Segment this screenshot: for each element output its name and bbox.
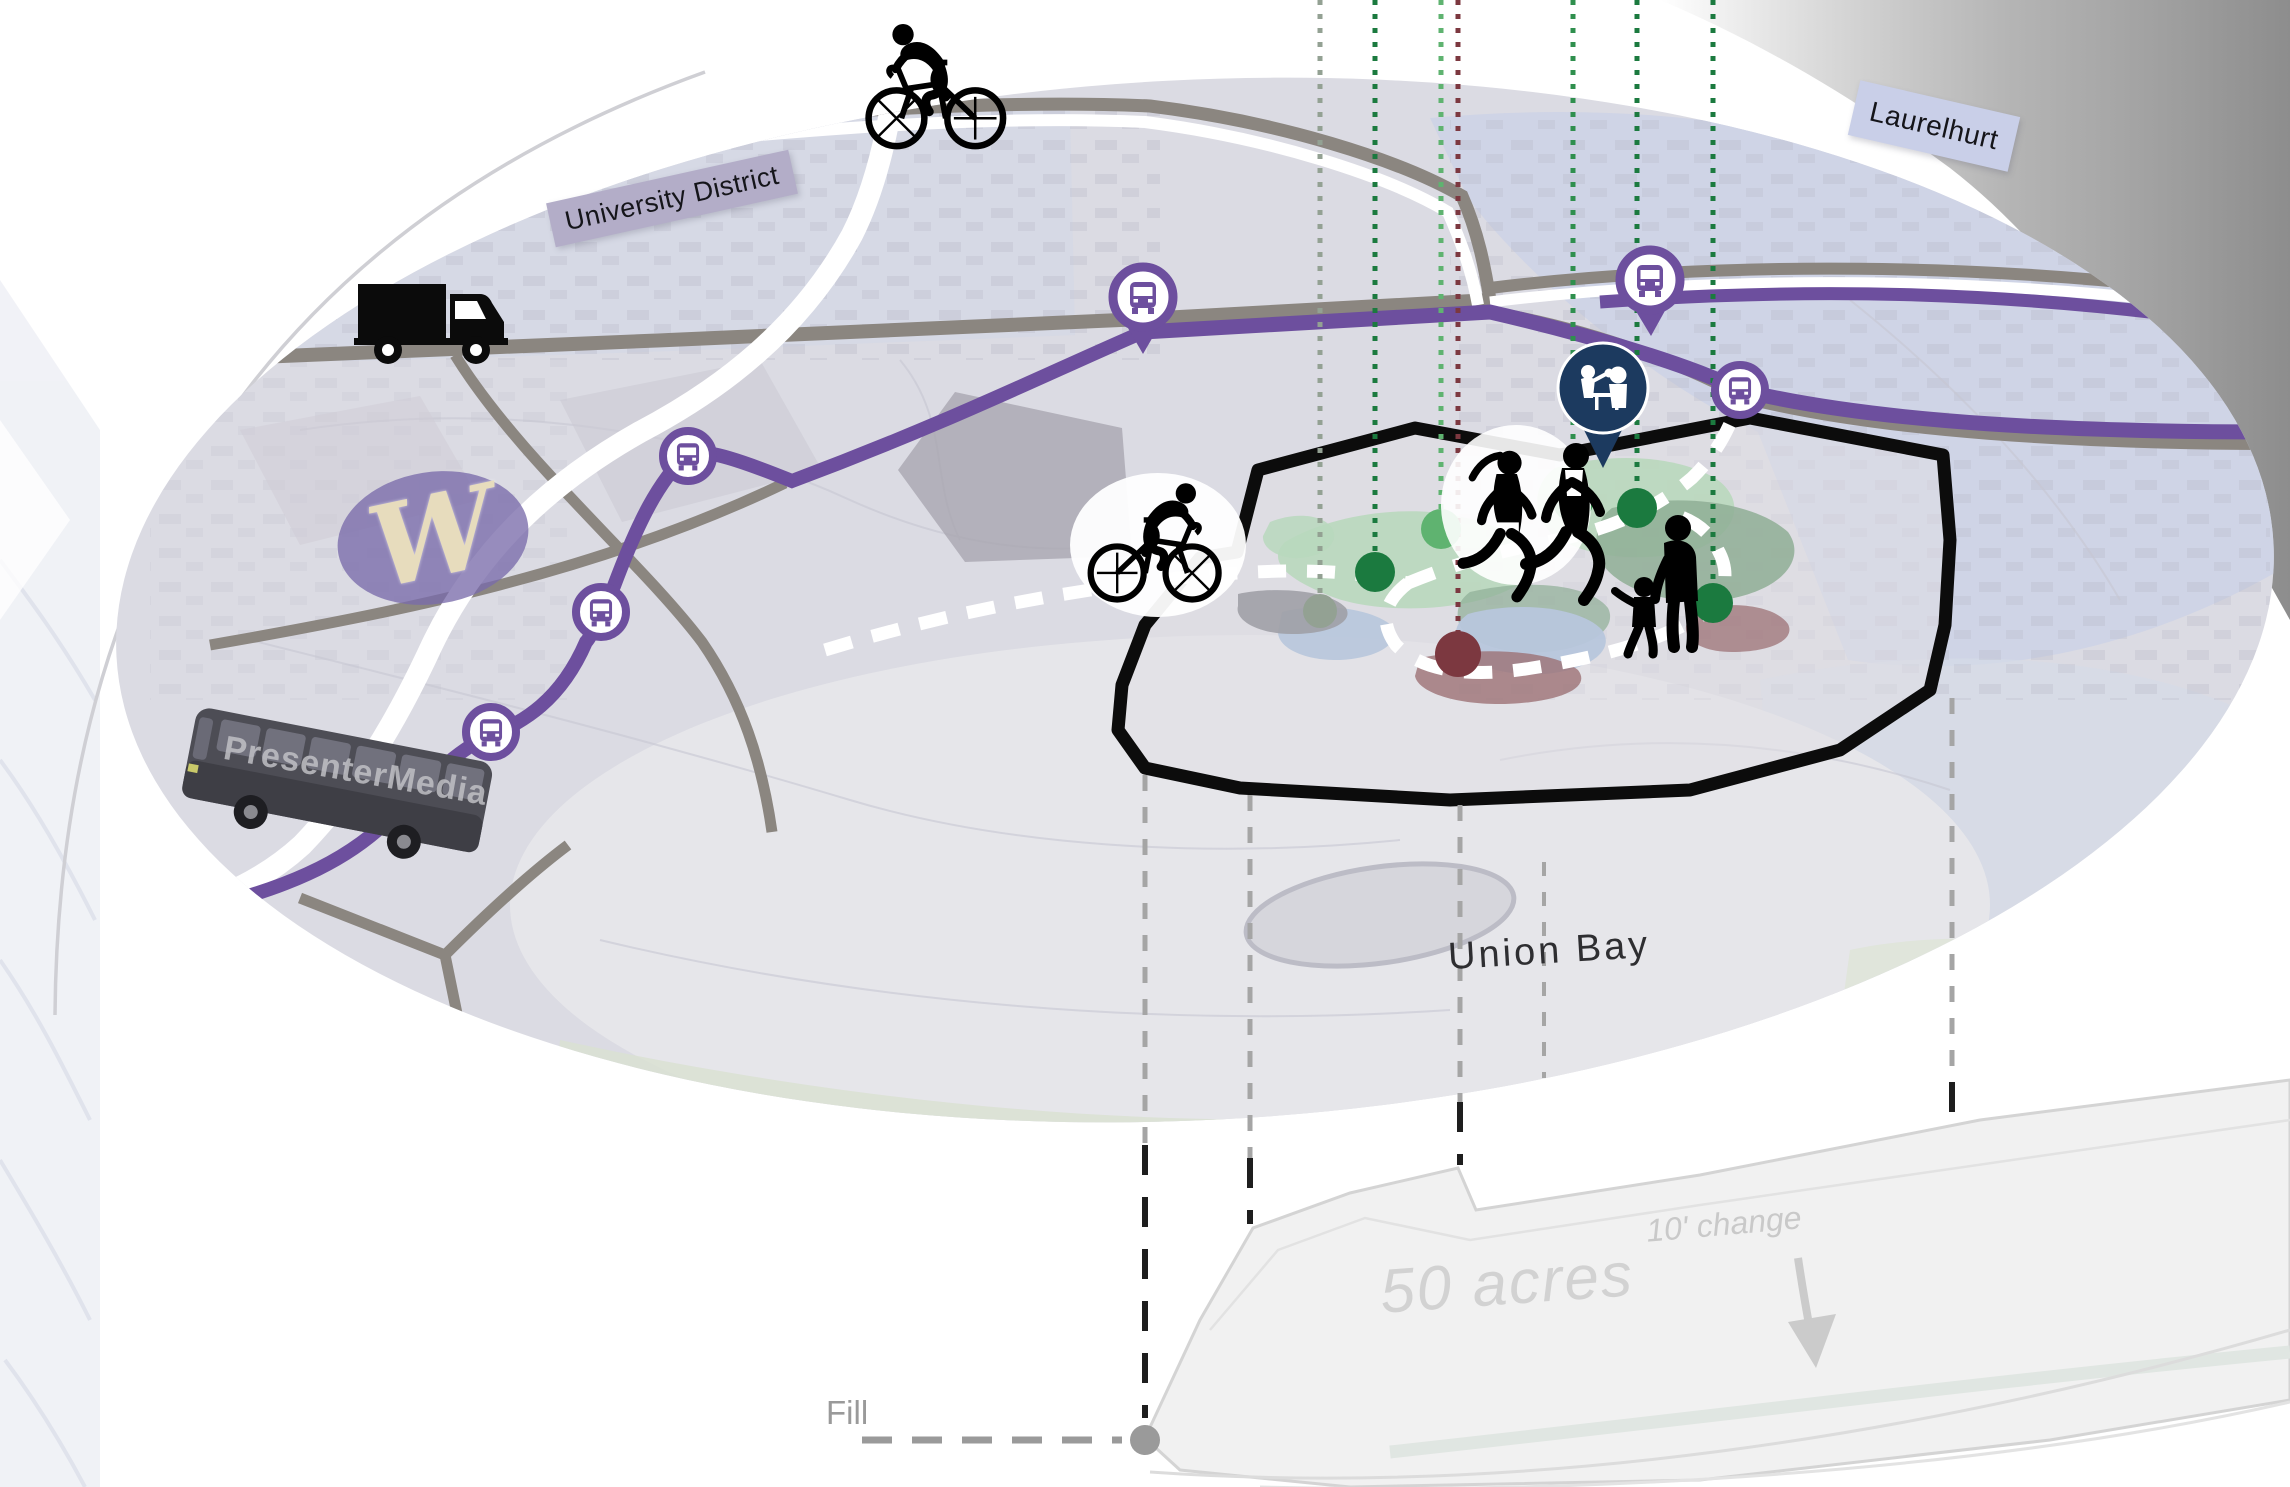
transit-route-east (1142, 304, 2281, 440)
main-road-grey (234, 293, 1491, 365)
transit-pin-icon (1615, 245, 1685, 336)
campus-block (898, 392, 1132, 562)
track-oval (1243, 861, 1517, 969)
fill-point (1130, 1425, 1160, 1455)
runner-icon (1457, 450, 1537, 603)
university-logo-letter: W (357, 460, 509, 615)
section-drop-lines (862, 698, 1955, 1444)
bus-stop-icon (659, 427, 717, 485)
cyclist-icon (865, 23, 1007, 150)
fill-label: Fill (826, 1394, 869, 1431)
left-map-strip (0, 280, 100, 1487)
bus-icon (182, 708, 493, 859)
bus-stop-icon (1711, 361, 1769, 419)
bus-stop-icon (572, 583, 630, 641)
white-road (138, 24, 916, 929)
landform-terraces (1143, 1078, 2290, 1487)
cyclist-halo (1070, 473, 1246, 617)
bus-stop-icon (462, 703, 520, 761)
picnic-pin-icon (1556, 341, 1650, 468)
bus-stop-icons (462, 361, 1769, 761)
transit-pin-icon (1108, 262, 1178, 354)
truck-icon (354, 284, 508, 364)
cyclist-icon (1087, 483, 1222, 603)
arrow-down-icon (1788, 1257, 1836, 1368)
family-icon (1611, 515, 1699, 659)
corner-gradient (1660, 0, 2290, 620)
runner-icon (1520, 443, 1606, 606)
